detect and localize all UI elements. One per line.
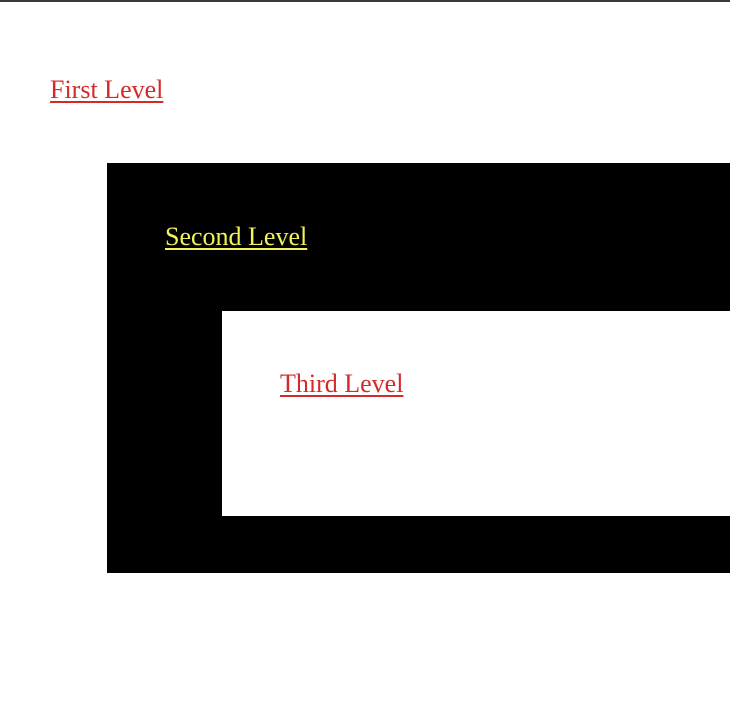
first-level-link[interactable]: First Level	[50, 75, 164, 104]
third-level-container: Third Level	[222, 311, 730, 516]
second-level-container: Second Level Third Level	[107, 163, 730, 573]
second-level-link[interactable]: Second Level	[165, 222, 308, 251]
third-level-link[interactable]: Third Level	[280, 369, 404, 398]
top-border	[0, 0, 730, 2]
